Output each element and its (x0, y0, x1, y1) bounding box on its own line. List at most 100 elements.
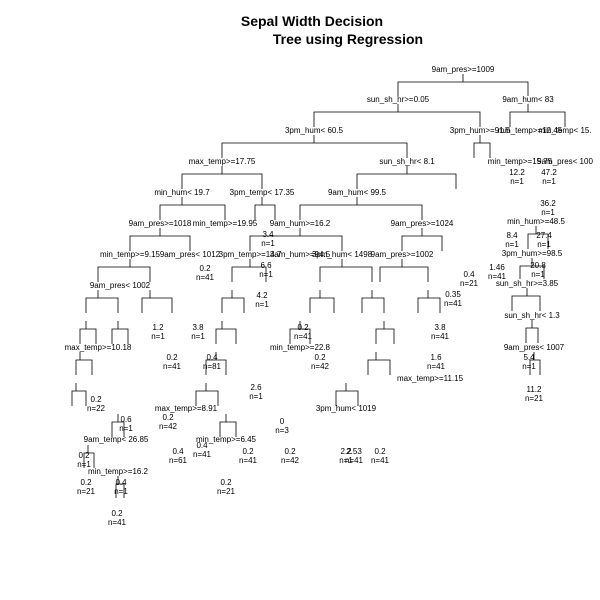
leaf-value: 11.2 (527, 385, 543, 394)
leaf-value: 0 (280, 417, 285, 426)
leaf-value: 0.2 (242, 447, 254, 456)
node-r1: min_hum>=48.5 (507, 217, 565, 226)
leaf-value: 3.8 (434, 323, 446, 332)
leaf-count: n=41 (345, 456, 364, 465)
leaf-count: n=41 (488, 272, 507, 281)
tree-edge (111, 414, 125, 437)
tree-edge (509, 104, 566, 127)
tree-edge (367, 352, 391, 375)
node-d5: 9am_temp< 26.85 (84, 435, 149, 444)
leaf-count: n=1 (339, 456, 353, 465)
leaf-count: n=1 (114, 487, 128, 496)
tree-edges (71, 74, 566, 498)
tree-edge (111, 321, 129, 344)
leaf-value: 0.2 (90, 395, 102, 404)
node-l2c: min_temp>=12.45 (498, 126, 563, 135)
tree-edge (397, 74, 529, 96)
leaf-count: n=61 (169, 456, 188, 465)
tree-edge (221, 290, 245, 313)
tree-edge (159, 197, 226, 220)
tree-edge (525, 320, 539, 343)
node-l6f: 9am_pres>=1002 (371, 250, 434, 259)
leaf-value: 0.4 (463, 270, 475, 279)
tree-edge (115, 476, 125, 498)
leaf-count: n=41 (108, 518, 127, 527)
node-l6b: 9am_pres< 1002 (90, 281, 151, 290)
tree-edge (356, 166, 457, 189)
node-d6: max_temp>=11.15 (397, 374, 464, 383)
leaf-value: 3.4 (262, 230, 274, 239)
leaf-value: 8.4 (506, 231, 518, 240)
tree-edge (85, 290, 119, 313)
leaf-count: n=21 (217, 487, 236, 496)
node-l2b: 3pm_hum>=91.5 (450, 126, 511, 135)
leaf-count: n=1 (541, 208, 555, 217)
tree-edge (527, 226, 549, 249)
leaf-count: n=1 (537, 240, 551, 249)
leaf-count: n=41 (294, 332, 313, 341)
leaf-value: 0.2 (374, 447, 386, 456)
node-l6a: min_temp>=9.15 (100, 250, 161, 259)
leaf-count: n=1 (77, 460, 91, 469)
node-l3b: sun_sh_hr< 8.1 (379, 157, 435, 166)
leaf-value: 0.2 (80, 478, 92, 487)
leaf-count: n=1 (261, 239, 275, 248)
leaf-value: 0.2 (284, 447, 296, 456)
leaf-value: 2.53 (346, 447, 362, 456)
title-line-2: Tree using Regression (273, 31, 423, 47)
leaf-count: n=81 (203, 362, 222, 371)
node-d3: min_temp>=6.45 (196, 435, 257, 444)
leaf-value: 0.4 (172, 447, 184, 456)
leaf-value: 0.2 (199, 264, 211, 273)
node-l2a: 3pm_hum< 60.5 (285, 126, 344, 135)
tree-edge (221, 135, 408, 158)
tree-edge (181, 166, 263, 189)
leaf-value: 36.2 (540, 199, 556, 208)
leaf-value: 0.2 (297, 323, 309, 332)
tree-edge (83, 445, 95, 468)
leaf-value: 0.2 (162, 413, 174, 422)
leaf-value: 1.6 (430, 353, 442, 362)
leaf-count: n=22 (87, 404, 106, 413)
node-l3a: max_temp>=17.75 (189, 157, 256, 166)
node-d2: max_temp>=8.91 (155, 404, 218, 413)
leaf-value: 0.35 (445, 290, 461, 299)
leaf-count: n=41 (193, 450, 212, 459)
node-l2d: min_temp< 15. (538, 126, 591, 135)
leaf-value: 0.2 (111, 509, 123, 518)
leaf-count: n=41 (371, 456, 390, 465)
leaf-count: n=1 (119, 424, 133, 433)
node-root: 9am_pres>=1009 (432, 65, 495, 74)
leaf-count: n=1 (522, 362, 536, 371)
tree-edge (335, 383, 359, 406)
title-line-1: Sepal Width Decision (241, 13, 383, 29)
leaf-value: 47.2 (541, 168, 557, 177)
tree-edge (309, 290, 335, 313)
node-r4: sun_sh_hr< 1.3 (504, 311, 560, 320)
tree-edge (519, 258, 545, 279)
leaf-value: 12.2 (509, 168, 525, 177)
leaf-value: 0.6 (120, 415, 132, 424)
tree-leaves: 4.2n=16.6n=13.4n=10.2n=411.2n=10.2n=413.… (77, 168, 557, 527)
tree-edge (401, 228, 443, 251)
node-l1b: 9am_hum< 83 (502, 95, 554, 104)
tree-edge (75, 352, 93, 375)
node-d1: max_temp>=10.18 (65, 343, 132, 352)
leaf-count: n=1 (255, 300, 269, 309)
leaf-value: 0.2 (78, 451, 90, 460)
node-r5: 9am_pres< 1007 (504, 343, 565, 352)
leaf-value: 0.2 (314, 353, 326, 362)
leaf-value: 6.6 (260, 261, 272, 270)
leaf-count: n=1 (191, 332, 205, 341)
tree-edge (361, 290, 385, 313)
tree-edge (219, 414, 237, 437)
leaf-count: n=3 (275, 426, 289, 435)
leaf-count: n=1 (259, 270, 273, 279)
leaf-count: n=41 (431, 332, 450, 341)
tree-edge (529, 352, 541, 375)
tree-edge (141, 290, 173, 313)
leaf-value: 0.2 (220, 478, 232, 487)
tree-edge (511, 288, 541, 311)
leaf-count: n=1 (510, 177, 524, 186)
leaf-count: n=41 (444, 299, 463, 308)
